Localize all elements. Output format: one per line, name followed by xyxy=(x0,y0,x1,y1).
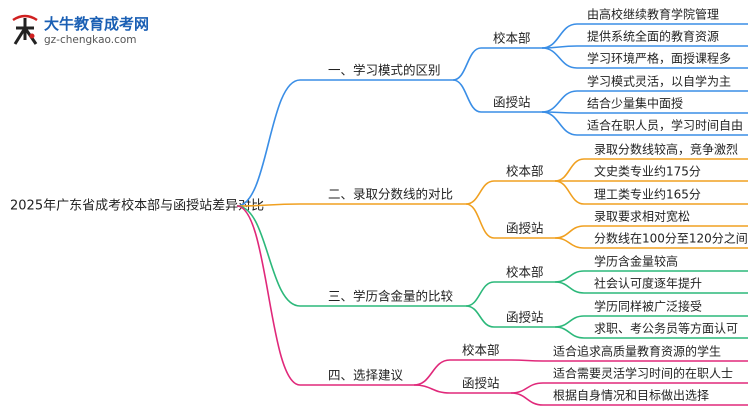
connector-branch-group xyxy=(465,305,495,328)
root-topic: 2025年广东省成考校本部与函授站差异对比 xyxy=(10,198,264,214)
group-label: 校本部 xyxy=(506,164,544,179)
connector-group-item xyxy=(554,237,585,249)
connector-group-item xyxy=(554,315,585,328)
leaf-item: 适合追求高质量教育资源的学生 xyxy=(553,344,721,359)
leaf-item: 学历含金量较高 xyxy=(594,254,678,269)
leaf-item: 录取分数线较高，竞争激烈 xyxy=(594,142,738,157)
connector-group-item xyxy=(554,270,585,283)
leaf-item: 理工类专业约165分 xyxy=(594,187,701,202)
bull-logo-icon xyxy=(12,14,38,45)
leaf-item: 学习模式灵活，以自学为主 xyxy=(587,74,731,89)
connector-group-item xyxy=(554,225,585,239)
connector-branch-group xyxy=(465,203,495,239)
leaf-item: 由高校继续教育学院管理 xyxy=(587,7,719,22)
logo-subtitle: gz-chengkao.com xyxy=(44,34,137,46)
leaf-item: 适合在职人员，学习时间自由 xyxy=(587,118,743,133)
group-label: 函授站 xyxy=(462,376,500,391)
site-logo: 大牛教育成考网 gz-chengkao.com xyxy=(10,10,170,54)
connector-group-item xyxy=(554,326,585,339)
group-label: 函授站 xyxy=(506,310,544,325)
leaf-item: 分数线在100分至120分之间 xyxy=(594,231,748,246)
connector-branch-group xyxy=(465,180,495,205)
connector-branch-group xyxy=(452,47,482,81)
connector-root-branch xyxy=(236,203,301,207)
connector-root-branch xyxy=(236,79,301,207)
leaf-item: 学习环境严格，面授课程多 xyxy=(587,51,731,66)
connector-branch-group xyxy=(413,359,451,386)
leaf-item: 结合少量集中面授 xyxy=(587,96,683,111)
leaf-item: 社会认可度逐年提升 xyxy=(594,276,702,291)
connector-group-item xyxy=(510,382,544,394)
connector-group-item xyxy=(541,90,578,113)
leaf-item: 录取要求相对宽松 xyxy=(594,209,690,224)
leaf-item: 根据自身情况和目标做出选择 xyxy=(553,388,709,403)
logo-title: 大牛教育成考网 xyxy=(44,15,150,33)
connector-branch-group xyxy=(413,384,451,394)
connector-branch-group xyxy=(465,281,495,307)
leaf-item: 求职、考公务员等方面认可 xyxy=(594,321,738,336)
group-label: 函授站 xyxy=(506,221,544,236)
connector-group-item xyxy=(554,281,585,294)
connector-group-item xyxy=(510,392,544,406)
leaf-item: 提供系统全面的教育资源 xyxy=(587,29,719,44)
connector-group-item xyxy=(541,23,578,49)
branch-label: 二、录取分数线的对比 xyxy=(328,187,453,202)
group-label: 校本部 xyxy=(506,265,544,280)
group-label: 校本部 xyxy=(493,31,531,46)
branch-label: 四、选择建议 xyxy=(328,368,404,383)
connector-group-item xyxy=(541,111,578,136)
connector-group-item xyxy=(554,158,585,182)
connector-group-item xyxy=(541,47,578,69)
connector-root-branch xyxy=(236,205,301,307)
leaf-item: 文史类专业约175分 xyxy=(594,164,701,179)
branch-label: 一、学习模式的区别 xyxy=(328,63,441,78)
connector-group-item xyxy=(554,180,585,205)
connector-branch-group xyxy=(452,79,482,113)
connector-group-item xyxy=(510,359,544,362)
connector-root-branch xyxy=(236,205,301,386)
leaf-item: 学历同样被广泛接受 xyxy=(594,299,702,314)
group-label: 校本部 xyxy=(462,343,500,358)
branch-label: 三、学历含金量的比较 xyxy=(328,289,454,304)
leaf-item: 适合需要灵活学习时间的在职人士 xyxy=(553,366,733,381)
group-label: 函授站 xyxy=(493,95,531,110)
